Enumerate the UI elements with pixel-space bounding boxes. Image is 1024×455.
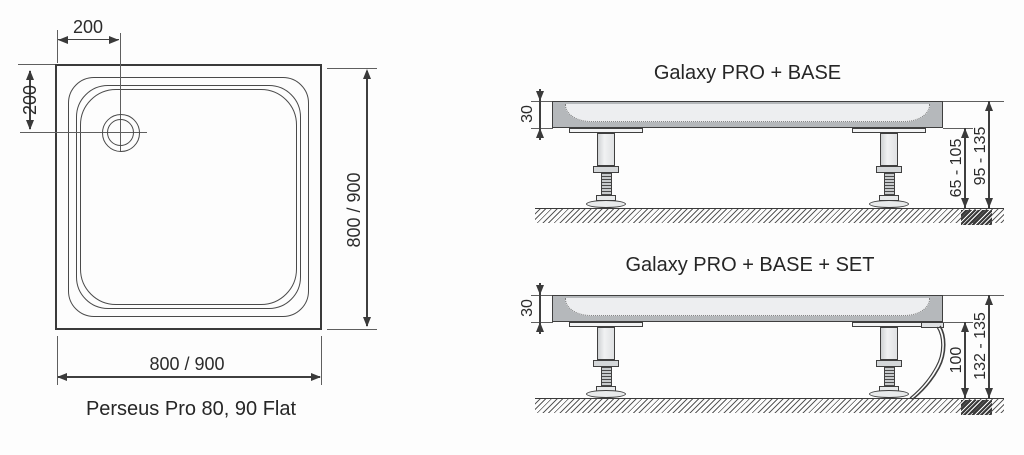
leg-nut — [593, 166, 619, 173]
dim-label-clearance: 100 — [948, 346, 965, 374]
drain-centerline-horizontal — [20, 131, 147, 133]
dim-line-thickness — [539, 283, 541, 334]
arrowhead — [57, 373, 67, 381]
leg-foot-disc — [869, 200, 909, 208]
plan-caption: Perseus Pro 80, 90 Flat — [85, 398, 297, 420]
arrowhead — [536, 128, 544, 138]
arrowhead — [536, 322, 544, 332]
extension-line — [327, 328, 377, 330]
dim-label-thickness: 30 — [519, 299, 536, 317]
dim-label-total: 132 - 135 — [972, 312, 989, 380]
ground-hatch-dark — [961, 209, 992, 225]
dim-line-top — [58, 38, 119, 41]
extension-line — [56, 336, 58, 385]
extension-line — [56, 30, 58, 63]
arrowhead — [311, 373, 321, 381]
leg-column — [597, 133, 615, 166]
tray-basin-outline — [80, 89, 297, 305]
leg-foot-disc — [586, 200, 626, 208]
leg-column — [880, 133, 898, 166]
drain-centerline-vertical — [119, 33, 121, 152]
dim-label-right: 800 / 900 — [343, 172, 364, 248]
tray-profile — [552, 101, 943, 128]
arrowhead — [536, 285, 544, 295]
arrowhead — [985, 295, 993, 305]
arrowhead — [985, 198, 993, 208]
arrowhead — [961, 198, 969, 208]
extension-line — [320, 336, 322, 385]
dim-line-left — [29, 71, 31, 129]
leg-plate — [569, 322, 643, 327]
arrowhead — [26, 70, 34, 80]
extension-line — [327, 67, 377, 69]
leg-foot-disc — [586, 390, 626, 398]
arrowhead — [536, 91, 544, 101]
leg-nut — [876, 166, 902, 173]
dim-line-right — [366, 71, 368, 326]
leg-plate — [852, 128, 926, 133]
dim-line-total — [988, 101, 990, 208]
dim-label-top: 200 — [72, 16, 104, 37]
arrowhead — [985, 101, 993, 111]
extension-line — [943, 127, 973, 129]
dim-label-left: 200 — [19, 84, 40, 116]
ground-hatch-dark — [961, 399, 992, 415]
arrowhead — [363, 317, 371, 327]
ground-hatch — [535, 398, 1004, 413]
tray-inner-outline — [76, 85, 301, 309]
dim-label-clearance: 65 - 105 — [948, 138, 965, 198]
tray-outline-square — [55, 64, 322, 330]
leg-foot-disc — [869, 390, 909, 398]
drain-inner-circle — [107, 119, 134, 146]
dim-line-total — [988, 295, 990, 398]
dim-line-thickness — [539, 89, 541, 140]
leg-plate — [569, 128, 643, 133]
set-panel-bracket — [921, 321, 944, 328]
ground-hatch — [535, 208, 1004, 223]
arrowhead — [961, 388, 969, 398]
tray-profile — [552, 295, 943, 322]
section-title: Galaxy PRO + BASE + SET — [625, 254, 875, 276]
extension-line — [18, 63, 55, 65]
arrowhead — [26, 120, 34, 130]
dim-label-thickness: 30 — [519, 105, 536, 123]
arrowhead — [961, 128, 969, 138]
arrowhead — [961, 322, 969, 332]
leg-threaded-rod — [600, 367, 612, 387]
drain-outer-circle — [101, 113, 140, 152]
leg-column — [597, 327, 615, 360]
leg-threaded-rod — [883, 173, 895, 196]
arrowhead — [985, 388, 993, 398]
arrowhead — [58, 35, 68, 44]
extension-line — [943, 321, 973, 323]
arrowhead — [109, 35, 119, 44]
arrowhead — [363, 69, 371, 79]
dim-label-bottom: 800 / 900 — [149, 353, 225, 374]
section-title: Galaxy PRO + BASE — [653, 62, 842, 84]
leg-threaded-rod — [883, 367, 895, 387]
dim-line-bottom — [58, 376, 320, 378]
tray-rim-outline — [68, 77, 309, 317]
tray-basin — [565, 104, 930, 122]
dim-line-clearance — [964, 128, 966, 208]
tray-basin — [565, 298, 930, 316]
leg-nut — [593, 360, 619, 367]
leg-threaded-rod — [600, 173, 612, 196]
leg-nut — [876, 360, 902, 367]
leg-column — [880, 327, 898, 360]
dim-label-total: 95 - 135 — [972, 126, 989, 186]
dim-line-clearance — [964, 322, 966, 398]
